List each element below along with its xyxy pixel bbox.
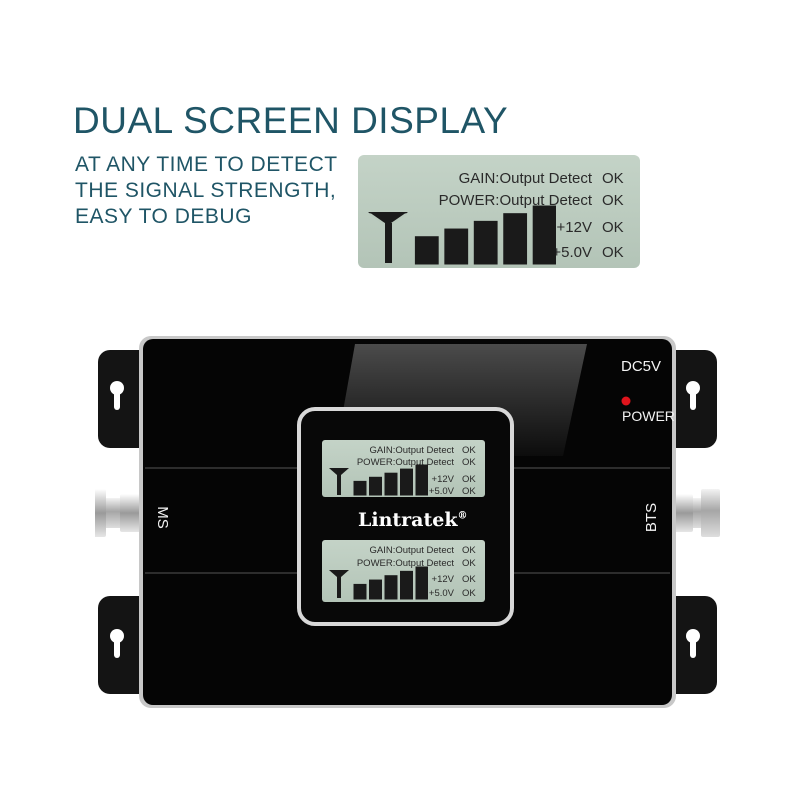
lcd-row-5v: +5.0V OK bbox=[429, 588, 479, 599]
lcd-status: OK bbox=[602, 192, 624, 209]
lcd-status: OK bbox=[462, 588, 476, 599]
signal-bar bbox=[415, 464, 428, 496]
lcd-row-12v: +12V OK bbox=[432, 474, 479, 485]
lcd-row-gain: GAIN:Output Detect OK bbox=[459, 170, 632, 187]
lcd-status: OK bbox=[462, 457, 476, 468]
brand-logo: Lintratek® bbox=[358, 509, 468, 531]
signal-meter bbox=[329, 566, 428, 600]
signal-bars bbox=[414, 205, 556, 265]
lcd-label: +12V bbox=[556, 219, 592, 236]
headline: DUAL SCREEN DISPLAY bbox=[73, 100, 509, 141]
lcd-label: GAIN:Output Detect bbox=[458, 170, 592, 187]
signal-bar bbox=[415, 566, 428, 600]
antenna-icon bbox=[329, 570, 349, 598]
trademark: ® bbox=[457, 510, 468, 522]
keyhole-slot-icon bbox=[110, 381, 700, 658]
lcd-label: +5.0V bbox=[428, 486, 454, 497]
signal-bar bbox=[353, 480, 367, 496]
lcd-label: +5.0V bbox=[552, 244, 592, 261]
lcd-status: OK bbox=[602, 244, 624, 261]
lcd-status: OK bbox=[462, 545, 476, 556]
lcd-label: GAIN:Output Detect bbox=[369, 445, 454, 456]
lcd-row-power: POWER:Output Detect OK bbox=[439, 192, 632, 209]
lcd-status: OK bbox=[602, 170, 624, 187]
signal-meter bbox=[329, 464, 428, 496]
subtitle-line: AT ANY TIME TO DETECT bbox=[75, 153, 338, 176]
signal-bar bbox=[532, 205, 556, 265]
brand-name: Lintratek bbox=[358, 509, 458, 531]
lcd-screen-lower: GAIN:Output Detect OK POWER:Output Detec… bbox=[322, 540, 485, 602]
signal-bar bbox=[353, 583, 367, 600]
lcd-row-gain: GAIN:Output Detect OK bbox=[370, 545, 479, 556]
lcd-label: +5.0V bbox=[428, 588, 454, 599]
lcd-status: OK bbox=[462, 486, 476, 497]
connector-ms bbox=[95, 489, 142, 537]
lcd-label: POWER:Output Detect bbox=[356, 558, 454, 569]
signal-meter bbox=[368, 205, 556, 265]
power-led bbox=[621, 396, 631, 406]
antenna-icon bbox=[329, 468, 349, 495]
port-label-ms: MS bbox=[153, 506, 171, 529]
antenna-icon bbox=[368, 212, 408, 263]
lcd-row-5v: +5.0V OK bbox=[429, 486, 479, 497]
subtitle-line: THE SIGNAL STRENGTH, bbox=[75, 179, 337, 202]
signal-bar bbox=[400, 468, 413, 496]
lcd-status: OK bbox=[462, 558, 476, 569]
signal-bar bbox=[444, 228, 469, 265]
lcd-status: OK bbox=[462, 574, 476, 585]
signal-bar bbox=[369, 476, 382, 496]
lcd-label: GAIN:Output Detect bbox=[369, 545, 454, 556]
lcd-row-power: POWER:Output Detect OK bbox=[357, 457, 479, 468]
lcd-label: POWER:Output Detect bbox=[438, 192, 592, 209]
signal-bar bbox=[384, 472, 398, 496]
port-label-bts: BTS bbox=[643, 502, 661, 533]
lcd-label: POWER:Output Detect bbox=[356, 457, 454, 468]
lcd-status: OK bbox=[462, 445, 476, 456]
signal-bar bbox=[400, 570, 413, 600]
lcd-label: +12V bbox=[431, 474, 454, 485]
lcd-row-power: POWER:Output Detect OK bbox=[357, 558, 479, 569]
signal-bars bbox=[353, 464, 428, 496]
lcd-row-12v: +12V OK bbox=[432, 574, 479, 585]
lcd-label: +12V bbox=[431, 574, 454, 585]
power-label: POWER bbox=[622, 408, 675, 424]
connector-bts bbox=[671, 489, 720, 537]
signal-bar bbox=[369, 579, 382, 600]
lcd-row-gain: GAIN:Output Detect OK bbox=[370, 445, 479, 456]
lcd-callout: GAIN:Output Detect OK POWER:Output Detec… bbox=[358, 155, 640, 268]
lcd-row-12v: +12V OK bbox=[557, 219, 632, 236]
dc5v-label: DC5V bbox=[621, 358, 662, 375]
lcd-row-5v: +5.0V OK bbox=[552, 244, 632, 261]
repeater-device bbox=[95, 336, 720, 708]
signal-bar bbox=[414, 236, 439, 265]
subtitle-line: EASY TO DEBUG bbox=[75, 205, 252, 228]
signal-bar bbox=[473, 220, 498, 265]
signal-bar bbox=[384, 575, 398, 600]
lcd-screen-upper: GAIN:Output Detect OK POWER:Output Detec… bbox=[322, 440, 485, 497]
subtitle: AT ANY TIME TO DETECT THE SIGNAL STRENGT… bbox=[75, 152, 338, 230]
lcd-status: OK bbox=[462, 474, 476, 485]
signal-bar bbox=[503, 213, 528, 265]
signal-bars bbox=[353, 566, 428, 600]
lcd-status: OK bbox=[602, 219, 624, 236]
